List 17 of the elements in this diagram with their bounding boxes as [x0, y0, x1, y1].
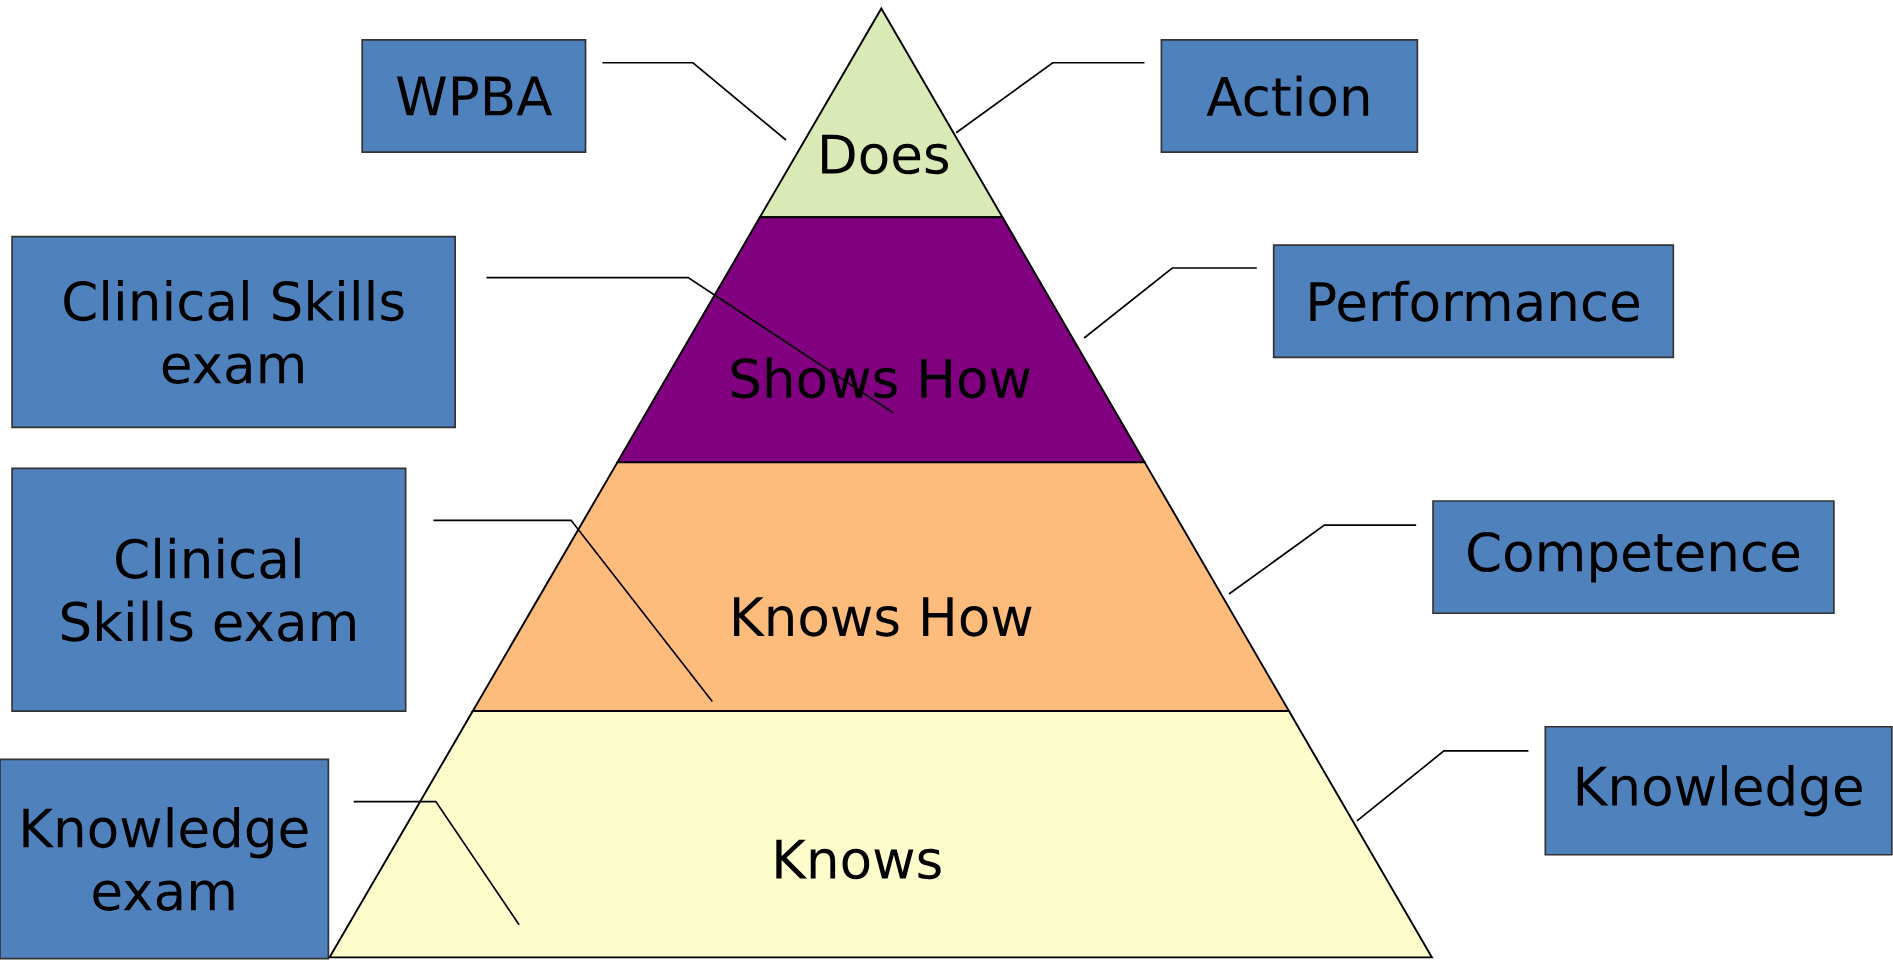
leader-line [1083, 267, 1258, 339]
pyramid-layer: Knows How [471, 461, 1291, 713]
leader-line [1356, 750, 1530, 822]
label-box: Knowledge exam [0, 758, 330, 960]
label-box: Performance [1272, 244, 1675, 359]
label-box: Action [1160, 39, 1419, 154]
leader-line [432, 519, 714, 703]
leader-line [485, 276, 895, 414]
label-box: Clinical Skills exam [11, 235, 456, 429]
leader-line [352, 800, 520, 926]
label-box: Clinical Skills exam [11, 467, 407, 713]
label-box: Knowledge [1544, 726, 1893, 856]
label-box: Competence [1432, 500, 1835, 615]
leader-line [601, 62, 787, 141]
leader-line [1228, 524, 1417, 595]
leader-line [955, 62, 1146, 134]
label-box: WPBA [361, 39, 587, 154]
